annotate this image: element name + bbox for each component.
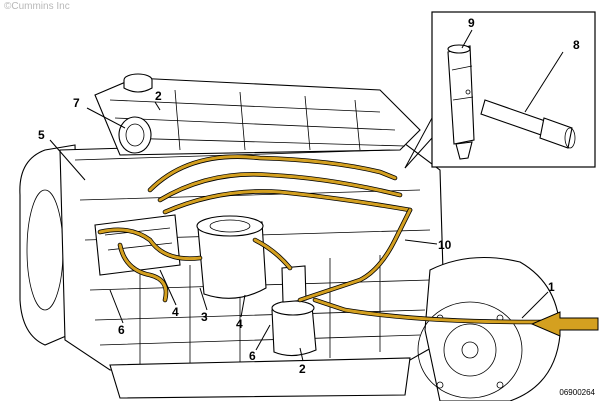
callout-2-bottom: 2 xyxy=(299,362,306,376)
copyright-notice: ©Cummins Inc xyxy=(4,1,70,12)
callout-7: 7 xyxy=(73,96,80,110)
fuel-pump xyxy=(271,265,317,357)
callout-10: 10 xyxy=(438,238,452,252)
callout-8: 8 xyxy=(573,38,580,52)
injection-pump xyxy=(94,214,181,276)
injector-detail-inset xyxy=(404,11,596,169)
callout-4-right: 4 xyxy=(236,317,243,331)
callout-3: 3 xyxy=(201,310,208,324)
callout-5: 5 xyxy=(38,128,45,142)
callout-numbers: 8 9 7 5 2 10 1 4 3 4 6 6 2 xyxy=(38,16,580,376)
callout-6-left: 6 xyxy=(118,323,125,337)
flywheel-housing xyxy=(417,256,561,402)
callout-4-left: 4 xyxy=(172,305,179,319)
callout-2-top: 2 xyxy=(155,89,162,103)
leader-lines xyxy=(49,29,564,362)
flow-arrow xyxy=(530,311,599,337)
callout-6-right: 6 xyxy=(249,349,256,363)
callout-1: 1 xyxy=(548,280,555,294)
fuel-filter xyxy=(196,215,267,299)
fuel-supply-line xyxy=(313,298,562,324)
figure-id: 06900264 xyxy=(559,388,595,397)
connector-tube xyxy=(480,99,576,149)
injector xyxy=(447,44,475,160)
fuel-lines xyxy=(97,154,563,325)
callout-9: 9 xyxy=(468,16,475,30)
